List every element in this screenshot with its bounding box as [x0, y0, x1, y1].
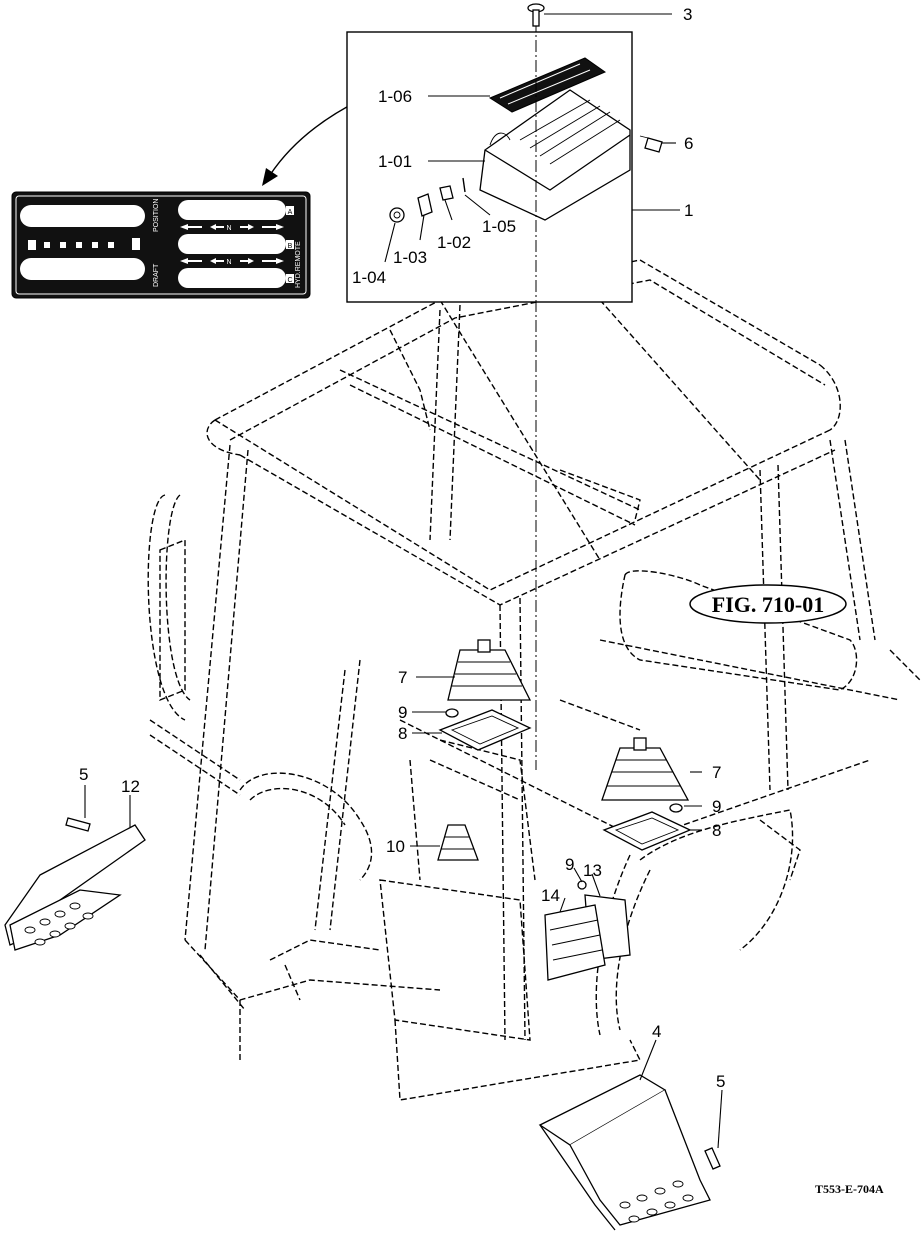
callout-1-02: 1-02	[437, 233, 471, 252]
decal-letter-a: A	[288, 209, 293, 216]
callout-12: 12	[121, 777, 140, 796]
callout-6: 6	[684, 134, 693, 153]
decal-letter-c: C	[287, 277, 292, 284]
figure-reference-badge: FIG. 710-01	[689, 584, 847, 624]
callout-8-right: 8	[712, 821, 721, 840]
callout-labels: 3 6 1 1-06 1-01 1-05 1-02 1-03 1-04 7 9 …	[79, 5, 725, 1091]
boot-14-and-plate-13	[544, 880, 631, 981]
callout-1-01: 1-01	[378, 152, 412, 171]
seal-8-right	[602, 811, 692, 851]
callout-3: 3	[683, 5, 692, 24]
callout-5-right: 5	[716, 1072, 725, 1091]
callout-1-04: 1-04	[352, 268, 386, 287]
decal-neutral-bottom: N	[226, 259, 231, 266]
callout-9-right: 9	[712, 797, 721, 816]
seal-8-left	[438, 709, 532, 751]
drawing-code: T553-E-704A	[815, 1182, 884, 1196]
figure-reference-text: FIG. 710-01	[712, 592, 824, 617]
boot-10	[437, 824, 479, 861]
cab-frame	[147, 259, 921, 1101]
callout-9-lower: 9	[565, 855, 574, 874]
decal-draft-label: DRAFT	[153, 263, 160, 287]
screw-3	[527, 3, 545, 27]
leader-lines	[84, 676, 723, 1149]
step-4	[538, 1074, 721, 1231]
callout-13: 13	[583, 861, 602, 880]
callout-4: 4	[652, 1022, 661, 1041]
callout-9-left: 9	[398, 703, 407, 722]
step-12	[4, 817, 146, 951]
callout-7-left: 7	[398, 668, 407, 687]
callout-1: 1	[684, 201, 693, 220]
decal-hyd-remote-label: HYD.REMOTE	[295, 241, 302, 288]
decal-position-label: POSITION	[153, 199, 160, 232]
boot-7-right	[601, 737, 690, 801]
callout-7-right: 7	[712, 763, 721, 782]
callout-5-left: 5	[79, 765, 88, 784]
detail-box-cover-assembly	[346, 31, 676, 303]
nut-9-right	[669, 803, 683, 813]
callout-14: 14	[541, 886, 560, 905]
lever-decal-plate: N N A B C POSITION DRAFT HYD.REMOTE	[11, 99, 361, 299]
callout-10: 10	[386, 837, 405, 856]
callout-1-05: 1-05	[482, 217, 516, 236]
boot-7-left	[447, 639, 532, 701]
decal-neutral-top: N	[226, 225, 231, 232]
callout-1-06: 1-06	[378, 87, 412, 106]
nut-9-left	[445, 708, 459, 718]
callout-1-03: 1-03	[393, 248, 427, 267]
callout-8-left: 8	[398, 724, 407, 743]
decal-letter-b: B	[288, 243, 293, 250]
